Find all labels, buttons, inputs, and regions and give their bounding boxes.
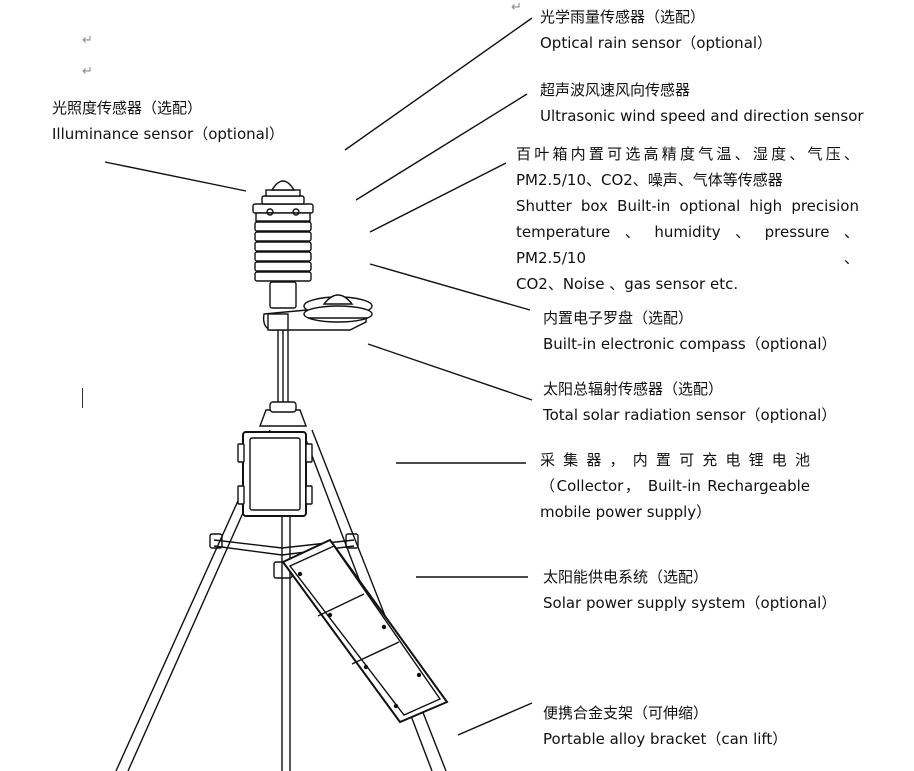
leader-illuminance (105, 162, 246, 191)
label-rain-zh: 光学雨量传感器（选配） (540, 4, 772, 30)
label-wind-en: Ultrasonic wind speed and direction sens… (540, 103, 864, 129)
solar-panel (283, 540, 447, 722)
label-bracket-zh: 便携合金支架（可伸缩） (543, 700, 787, 726)
label-shutter-zh-2: PM2.5/10、CO2、噪声、气体等传感器 (516, 167, 859, 193)
label-solar-radiation-zh: 太阳总辐射传感器（选配） (543, 376, 836, 402)
text-cursor (82, 388, 83, 408)
label-illuminance-en: Illuminance sensor（optional） (52, 121, 284, 147)
collector-box (243, 432, 306, 516)
label-rain: 光学雨量传感器（选配） Optical rain sensor（optional… (540, 4, 772, 56)
label-rain-en: Optical rain sensor（optional） (540, 30, 772, 56)
label-shutter-zh-1: 百叶箱内置可选高精度气温、湿度、气压、 (516, 141, 859, 167)
label-solar-power: 太阳能供电系统（选配） Solar power supply system（op… (543, 564, 836, 616)
label-solar-radiation-en: Total solar radiation sensor（optional） (543, 402, 836, 428)
shutter-box (253, 204, 313, 308)
label-wind: 超声波风速风向传感器 Ultrasonic wind speed and dir… (540, 77, 864, 129)
label-collector-en-2: mobile power supply） (540, 499, 810, 525)
label-bracket: 便携合金支架（可伸缩） Portable alloy bracket（can l… (543, 700, 787, 752)
leader-wind (356, 94, 527, 200)
label-shutter-en-3: CO2、Noise 、gas sensor etc. (516, 271, 859, 297)
label-shutter-en-2: temperature、humidity、pressure、PM2.5/10、 (516, 219, 859, 271)
return-mark: ↵ (82, 33, 93, 48)
label-solar-radiation: 太阳总辐射传感器（选配） Total solar radiation senso… (543, 376, 836, 428)
label-solar-power-en: Solar power supply system（optional） (543, 590, 836, 616)
leader-bracket (458, 703, 532, 735)
label-wind-zh: 超声波风速风向传感器 (540, 77, 864, 103)
label-illuminance: 光照度传感器（选配） Illuminance sensor（optional） (52, 95, 284, 147)
leader-compass-to-shutter (370, 264, 530, 310)
leader-solar-radiation (368, 344, 532, 400)
label-compass: 内置电子罗盘（选配） Built-in electronic compass（o… (543, 305, 837, 357)
label-collector: 采集器，内置可充电锂电池 （Collector， Built-in Rechar… (540, 447, 810, 525)
return-mark: ↵ (511, 0, 522, 15)
label-illuminance-zh: 光照度传感器（选配） (52, 95, 284, 121)
label-compass-en: Built-in electronic compass（optional） (543, 331, 837, 357)
label-bracket-en: Portable alloy bracket（can lift） (543, 726, 787, 752)
label-collector-zh: 采集器，内置可充电锂电池 (540, 447, 810, 473)
label-solar-power-zh: 太阳能供电系统（选配） (543, 564, 836, 590)
label-compass-zh: 内置电子罗盘（选配） (543, 305, 837, 331)
leader-shutter (370, 163, 506, 232)
leader-rain (345, 18, 532, 150)
label-shutter-en-1: Shutter box Built-in optional high preci… (516, 193, 859, 219)
label-shutter: 百叶箱内置可选高精度气温、湿度、气压、 PM2.5/10、CO2、噪声、气体等传… (516, 141, 859, 297)
return-mark: ↵ (82, 64, 93, 79)
solar-radiation-sensor (304, 295, 372, 322)
label-collector-en-1: （Collector， Built-in Rechargeable (540, 473, 810, 499)
